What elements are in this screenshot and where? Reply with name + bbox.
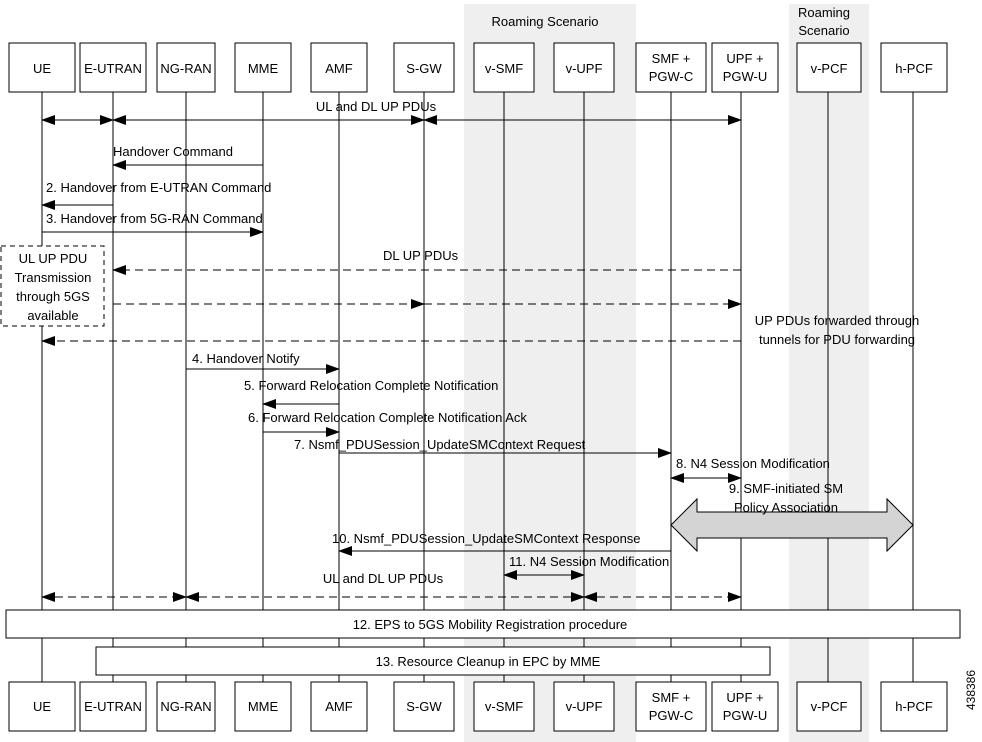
entity-box-smf [635, 42, 707, 93]
label-forward-relocation: 5. Forward Relocation Complete Notificat… [244, 378, 498, 393]
entity-box-amf-bottom [310, 681, 368, 732]
figure-id: 438386 [964, 670, 978, 710]
procedure-label-12: 12. EPS to 5GS Mobility Registration pro… [353, 617, 628, 632]
label-handover-command: Handover Command [113, 144, 233, 159]
policy-association-double-arrow [670, 497, 914, 553]
entity-box-hpcf-bottom [880, 681, 948, 732]
label-update-smcontext-response: 10. Nsmf_PDUSession_UpdateSMContext Resp… [332, 531, 641, 546]
entity-label-smf-bottom-1: SMF + [652, 690, 691, 705]
procedure-bar-12 [5, 609, 961, 639]
entity-label-vupf: v-UPF [566, 61, 603, 76]
procedure-label-13: 13. Resource Cleanup in EPC by MME [376, 654, 601, 669]
label-sm-policy-1: 9. SMF-initiated SM [729, 481, 843, 496]
entity-label-hpcf-bottom: h-PCF [895, 699, 933, 714]
entity-box-mme [234, 42, 292, 93]
top-entities: UE E-UTRAN NG-RAN MME AMF S-GW v-SMF v-U… [8, 42, 948, 93]
entity-label-amf: AMF [325, 61, 353, 76]
lifelines [41, 92, 914, 682]
entity-box-ue [8, 42, 76, 93]
entity-box-smf-bottom [635, 681, 707, 732]
label-update-smcontext-request: 7. Nsmf_PDUSession_UpdateSMContext Reque… [294, 437, 586, 452]
entity-label-ue-bottom: UE [33, 699, 51, 714]
ue-note-box [0, 245, 105, 327]
entity-label-vpcf: v-PCF [811, 61, 848, 76]
entity-label-upf-bottom-2: PGW-U [723, 708, 768, 723]
roaming-label-right-1: Roaming [798, 5, 850, 20]
label-forward-relocation-ack: 6. Forward Relocation Complete Notificat… [248, 410, 527, 425]
ue-note-line-3: through 5GS [16, 289, 90, 304]
entity-box-vsmf [473, 42, 535, 93]
entity-box-upf [711, 42, 779, 93]
entity-label-sgw: S-GW [406, 61, 442, 76]
label-handover-from-5gran: 3. Handover from 5G-RAN Command [46, 211, 263, 226]
message-labels: UL and DL UP PDUs Handover Command 2. Ha… [46, 99, 919, 586]
entity-label-vsmf: v-SMF [485, 61, 523, 76]
entity-box-upf-bottom [711, 681, 779, 732]
label-n4-session-mod-11: 11. N4 Session Modification [509, 554, 669, 569]
entity-box-sgw [393, 42, 455, 93]
entity-label-vupf-bottom: v-UPF [566, 699, 603, 714]
entity-label-ngran: NG-RAN [160, 61, 211, 76]
entity-box-vsmf-bottom [473, 681, 535, 732]
entity-box-eutran [79, 42, 147, 93]
entity-box-sgw-bottom [393, 681, 455, 732]
procedure-bar-13 [95, 646, 771, 676]
entity-label-smf-bottom-2: PGW-C [649, 708, 694, 723]
label-forwarded-2: tunnels for PDU forwarding [759, 332, 915, 347]
label-n4-session-mod-8: 8. N4 Session Modification [676, 456, 830, 471]
label-handover-from-eutran: 2. Handover from E-UTRAN Command [46, 180, 271, 195]
label-ul-dl-up-pdus-bottom: UL and DL UP PDUs [323, 571, 444, 586]
entity-label-sgw-bottom: S-GW [406, 699, 442, 714]
entity-box-amf [310, 42, 368, 93]
entity-label-mme: MME [248, 61, 279, 76]
entity-label-smf-1: SMF + [652, 51, 691, 66]
message-arrows [41, 115, 742, 602]
entity-box-vpcf [796, 42, 862, 93]
entity-label-ngran-bottom: NG-RAN [160, 699, 211, 714]
entity-box-mme-bottom [234, 681, 292, 732]
roaming-label-right-2: Scenario [798, 23, 849, 38]
label-sm-policy-2: Policy Association [734, 500, 838, 515]
ue-note-text: UL UP PDU Transmission through 5GS avail… [15, 251, 92, 323]
entity-box-ngran-bottom [156, 681, 216, 732]
entity-label-eutran-bottom: E-UTRAN [84, 699, 142, 714]
bottom-entities: UE E-UTRAN NG-RAN MME AMF S-GW v-SMF v-U… [8, 681, 948, 732]
ue-note-line-1: UL UP PDU [19, 251, 88, 266]
entity-box-vpcf-bottom [796, 681, 862, 732]
entity-label-eutran: E-UTRAN [84, 61, 142, 76]
entity-label-amf-bottom: AMF [325, 699, 353, 714]
entity-label-smf-2: PGW-C [649, 69, 694, 84]
label-handover-notify: 4. Handover Notify [192, 351, 300, 366]
label-ul-dl-up-pdus-top: UL and DL UP PDUs [316, 99, 437, 114]
label-dl-up-pdus: DL UP PDUs [383, 248, 459, 263]
entity-label-upf-2: PGW-U [723, 69, 768, 84]
entity-label-mme-bottom: MME [248, 699, 279, 714]
entity-box-vupf-bottom [553, 681, 615, 732]
entity-box-ngran [156, 42, 216, 93]
roaming-label-center: Roaming Scenario [492, 14, 599, 29]
ue-note-line-2: Transmission [15, 270, 92, 285]
entity-box-hpcf [880, 42, 948, 93]
entity-box-ue-bottom [8, 681, 76, 732]
ue-note-line-4: available [27, 308, 78, 323]
entity-label-upf-bottom-1: UPF + [726, 690, 763, 705]
entity-label-ue: UE [33, 61, 51, 76]
label-forwarded-1: UP PDUs forwarded through [755, 313, 920, 328]
entity-box-eutran-bottom [79, 681, 147, 732]
entity-label-vsmf-bottom: v-SMF [485, 699, 523, 714]
entity-label-upf-1: UPF + [726, 51, 763, 66]
entity-label-hpcf: h-PCF [895, 61, 933, 76]
entity-box-vupf [553, 42, 615, 93]
entity-label-vpcf-bottom: v-PCF [811, 699, 848, 714]
